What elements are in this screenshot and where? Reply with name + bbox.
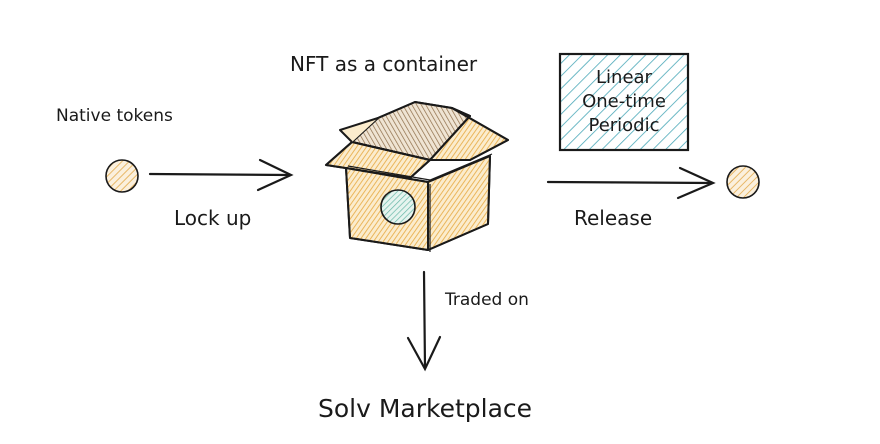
release-types-list: Linear One-time Periodic: [560, 54, 688, 150]
nft-box-icon: [325, 101, 509, 252]
lock-label: Lock up: [174, 206, 252, 230]
container-label: NFT as a container: [290, 52, 478, 76]
lock-up-arrow: [148, 158, 294, 192]
traded-label: Traded on: [445, 290, 529, 310]
inner-token-icon: [380, 189, 416, 225]
release-type-one-time: One-time: [582, 91, 666, 112]
output-token-icon: [726, 165, 760, 199]
release-label: Release: [574, 206, 653, 230]
release-type-linear: Linear: [596, 67, 652, 88]
release-types-box: [558, 52, 690, 152]
release-arrow: [546, 166, 716, 200]
release-type-periodic: Periodic: [588, 115, 660, 136]
input-label: Native tokens: [56, 106, 173, 126]
input-token-icon: [105, 159, 139, 193]
traded-on-arrow: [406, 270, 442, 372]
marketplace-label: Solv Marketplace: [318, 394, 533, 423]
